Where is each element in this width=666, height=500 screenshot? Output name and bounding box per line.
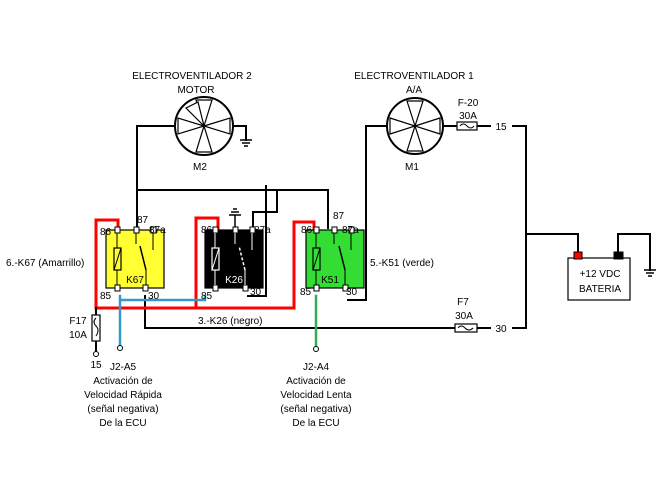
ecu-left-line3: (señal negativa): [87, 404, 158, 415]
wire-battery-pos: [525, 233, 579, 254]
fan1-id: M1: [405, 162, 419, 173]
ecu-left: J2-A5 Activación de Velocidad Rápida (se…: [84, 345, 162, 429]
terminal-icon: [313, 346, 319, 352]
battery: +12 VDC BATERIA: [567, 251, 631, 301]
battery-line2: BATERIA: [579, 284, 621, 295]
fuse-f7: F7 30A 30: [454, 297, 507, 335]
ecu-right-line2: Velocidad Lenta: [280, 390, 352, 401]
fuse-f20-terminal: 15: [495, 122, 507, 133]
fuse-f17-name: F17: [69, 316, 87, 327]
fan-blades: [177, 99, 231, 153]
relay-k51: 86 87 87a 85 30 K51 5.-K51 (verde): [300, 211, 434, 298]
relay-switch-icon: [238, 245, 246, 271]
fan-motor-m2: ELECTROVENTILADOR 2 MOTOR M2: [132, 71, 252, 173]
k67-pin-85: 85: [100, 291, 112, 302]
k67-pin-87a: 87a: [149, 225, 166, 236]
wire-m2-ground: [232, 125, 247, 141]
relay-k67: 86 87 87a 85 30 K67 6.-K67 (Amarrillo): [6, 215, 166, 302]
fuse-f7-name: F7: [457, 297, 469, 308]
wire-battery-neg: [617, 233, 651, 271]
ground-icon: [644, 269, 656, 277]
k51-desc: 5.-K51 (verde): [370, 258, 434, 269]
k26-pin-85: 85: [201, 291, 213, 302]
battery-body: [567, 257, 631, 301]
ecu-right-line1: Activación de: [286, 376, 346, 387]
k26-desc: 3.-K26 (negro): [198, 316, 262, 327]
terminal-icon: [117, 345, 123, 351]
wire-red-86: [94, 216, 220, 310]
k26-pin-30: 30: [250, 287, 262, 298]
fuse-f7-rating: 30A: [455, 311, 473, 322]
k51-pin-30: 30: [346, 287, 358, 298]
ecu-right-line3: (señal negativa): [280, 404, 351, 415]
wire-87-bus: [136, 189, 278, 229]
k67-pin-86: 86: [100, 227, 112, 238]
ecu-right: J2-A4 Activación de Velocidad Lenta (señ…: [280, 346, 352, 429]
fuse-icon: [454, 323, 478, 333]
wire-blue: [118, 294, 207, 348]
fan1-title-line1: ELECTROVENTILADOR 1: [354, 71, 474, 82]
ecu-right-code: J2-A4: [303, 362, 330, 373]
fan-motor-m1: ELECTROVENTILADOR 1 A/A M1: [354, 71, 474, 173]
k51-pin-87: 87: [333, 211, 345, 222]
fuse-f17-terminal: 15: [90, 360, 102, 371]
fuse-f20: F-20 30A 15: [456, 98, 507, 133]
battery-negative-terminal: [613, 251, 624, 260]
fan-blades: [389, 100, 441, 152]
ecu-left-code: J2-A5: [110, 362, 137, 373]
wire-m1-left: [347, 125, 388, 301]
relay-body: [105, 229, 165, 289]
fuse-f17-rating: 10A: [69, 330, 87, 341]
k51-label: K51: [321, 275, 339, 286]
ecu-left-line1: Activación de: [93, 376, 153, 387]
wire-k26-30: [247, 185, 267, 297]
fan2-title-line1: ELECTROVENTILADOR 2: [132, 71, 252, 82]
ground-icon: [240, 139, 252, 147]
wire-87-bus-2: [276, 189, 329, 229]
relay-switch-icon: [139, 245, 147, 271]
relay-k26: 86 87a 85 30 K26 3.-K26 (negro): [198, 208, 271, 327]
wire-15-bus: [512, 125, 527, 329]
battery-line1: +12 VDC: [580, 269, 621, 280]
relay-switch-icon: [338, 245, 346, 271]
k67-label: K67: [126, 275, 144, 286]
terminal-icon: [93, 351, 99, 357]
k51-pin-86: 86: [301, 225, 313, 236]
fuse-f20-name: F-20: [458, 98, 479, 109]
k51-pin-85: 85: [300, 287, 312, 298]
fan2-id: M2: [193, 162, 207, 173]
wire-m2-left: [136, 125, 176, 229]
fuse-f17: F17 10A 15: [69, 314, 102, 371]
ecu-left-line2: Velocidad Rápida: [84, 390, 162, 401]
fuse-f20-rating: 30A: [459, 111, 477, 122]
battery-positive-terminal: [573, 251, 583, 260]
fuse-icon: [91, 314, 101, 342]
k26-label: K26: [225, 275, 243, 286]
ecu-left-line4: De la ECU: [99, 418, 146, 429]
k26-pin-86: 86: [201, 225, 213, 236]
k51-pin-87a: 87a: [342, 225, 359, 236]
wire-red-k51: [194, 220, 316, 310]
wire-red-k67: [94, 218, 120, 310]
wires: [94, 125, 651, 353]
k26-pin-87a: 87a: [254, 225, 271, 236]
fuse-f7-terminal: 30: [495, 324, 507, 335]
ecu-right-line4: De la ECU: [292, 418, 339, 429]
k67-pin-30: 30: [148, 291, 160, 302]
k67-desc: 6.-K67 (Amarrillo): [6, 258, 84, 269]
k67-pin-87: 87: [137, 215, 149, 226]
ground-icon: [229, 208, 241, 227]
fan1-title-line2: A/A: [406, 85, 422, 96]
fan2-title-line2: MOTOR: [177, 85, 214, 96]
